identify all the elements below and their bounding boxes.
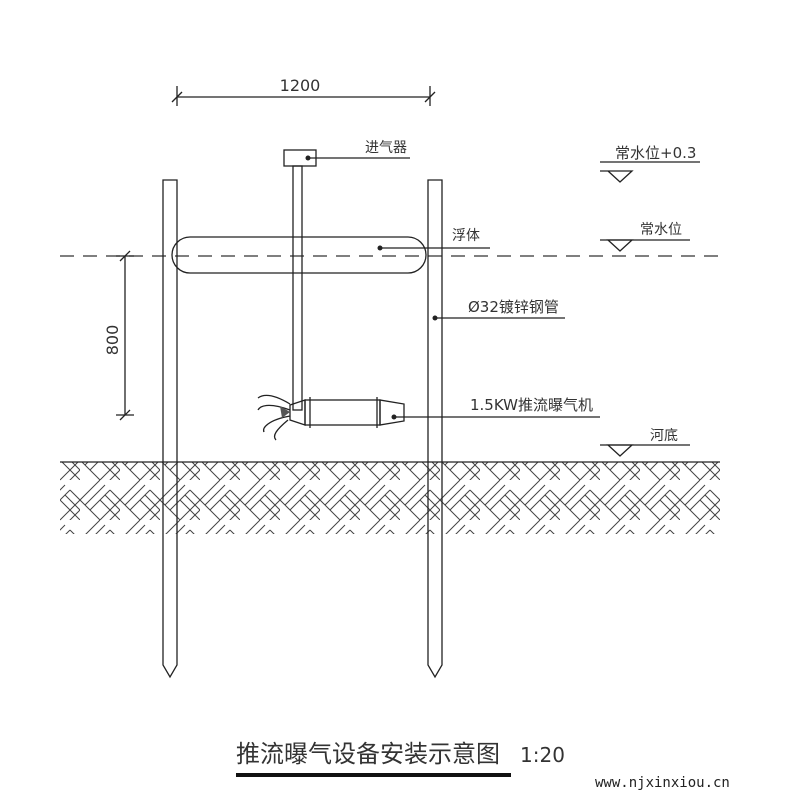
float-label: 浮体 bbox=[452, 228, 480, 244]
depth-dimension bbox=[116, 250, 134, 421]
high-water-level-symbol bbox=[600, 161, 700, 183]
depth-label: 800 bbox=[103, 325, 122, 356]
riverbed-label: 河底 bbox=[650, 428, 678, 444]
aerator-label: 1.5KW推流曝气机 bbox=[470, 396, 593, 414]
diagram-title: 推流曝气设备安装示意图 bbox=[236, 740, 500, 768]
air-inlet-label: 进气器 bbox=[365, 140, 407, 156]
soil-hatch bbox=[60, 462, 720, 534]
air-pipe bbox=[292, 165, 303, 411]
normal-water-label: 常水位 bbox=[640, 222, 682, 238]
high-water-label: 常水位+0.3 bbox=[615, 144, 696, 162]
pipe-label: Ø32镀锌钢管 bbox=[468, 298, 559, 316]
title-underline bbox=[236, 773, 511, 777]
width-label: 1200 bbox=[280, 76, 321, 95]
aerator-unit bbox=[257, 394, 405, 441]
diagram-scale: 1:20 bbox=[520, 743, 565, 767]
normal-water-level-symbol bbox=[600, 239, 690, 252]
float-body bbox=[171, 236, 427, 274]
width-dimension bbox=[171, 86, 436, 106]
right-post bbox=[427, 179, 443, 679]
left-post bbox=[162, 179, 178, 679]
riverbed-level-symbol bbox=[600, 444, 690, 457]
watermark: www.njxinxiou.cn bbox=[595, 775, 730, 791]
